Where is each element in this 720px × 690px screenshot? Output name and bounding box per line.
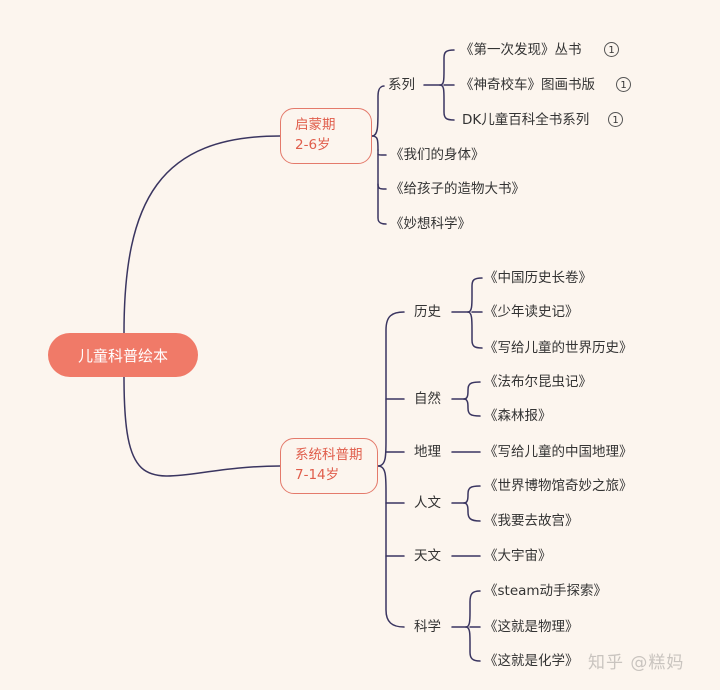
branch-enlightenment-age: 2-6岁 [295, 137, 331, 153]
node-creation-book[interactable]: 《给孩子的造物大书》 [390, 181, 525, 197]
node-dk-encyclopedia[interactable]: DK儿童百科全书系列 [462, 112, 590, 128]
connector-root-to-enlightenment [123, 135, 281, 334]
node-chemistry[interactable]: 《这就是化学》 [484, 653, 579, 669]
connector-root-to-systematic [123, 376, 281, 477]
branch-systematic-label: 系统科普期 [295, 447, 363, 463]
node-steam[interactable]: 《steam动手探索》 [484, 583, 608, 599]
branch-systematic[interactable]: 系统科普期 7-14岁 [280, 438, 378, 494]
node-series[interactable]: 系列 [388, 77, 415, 93]
bracket-enlightenment [371, 85, 385, 137]
count-badge: 1 [616, 77, 631, 92]
node-first-discovery[interactable]: 《第一次发现》丛书 [460, 42, 582, 58]
node-physics[interactable]: 《这就是物理》 [484, 619, 579, 635]
count-badge: 1 [604, 42, 619, 57]
watermark: 知乎 @糕妈 [588, 653, 685, 673]
node-world-history[interactable]: 《写给儿童的世界历史》 [484, 340, 633, 356]
node-magic-school-bus[interactable]: 《神奇校车》图画书版 [460, 77, 595, 93]
root-node[interactable]: 儿童科普绘本 [48, 333, 198, 377]
node-china-history-scroll[interactable]: 《中国历史长卷》 [484, 270, 592, 286]
node-forest-news[interactable]: 《森林报》 [484, 408, 552, 424]
branch-enlightenment-label: 启蒙期 [295, 117, 336, 133]
count-badge: 1 [608, 112, 623, 127]
branch-systematic-age: 7-14岁 [295, 467, 340, 483]
node-history[interactable]: 历史 [414, 304, 441, 320]
node-our-body[interactable]: 《我们的身体》 [390, 147, 485, 163]
node-museum-journey[interactable]: 《世界博物馆奇妙之旅》 [484, 478, 633, 494]
node-china-geography[interactable]: 《写给儿童的中国地理》 [484, 444, 633, 460]
node-big-universe[interactable]: 《大宇宙》 [484, 548, 552, 564]
bracket-systematic [377, 311, 405, 467]
node-forbidden-city[interactable]: 《我要去故宫》 [484, 513, 579, 529]
node-fabre-insects[interactable]: 《法布尔昆虫记》 [484, 374, 592, 390]
node-science[interactable]: 科学 [414, 619, 441, 635]
branch-enlightenment[interactable]: 启蒙期 2-6岁 [280, 108, 372, 164]
node-wonderful-science[interactable]: 《妙想科学》 [390, 216, 471, 232]
node-astronomy[interactable]: 天文 [414, 548, 441, 564]
node-humanities[interactable]: 人文 [414, 495, 441, 511]
node-nature[interactable]: 自然 [414, 391, 441, 407]
node-geography[interactable]: 地理 [414, 444, 441, 460]
node-youth-shiji[interactable]: 《少年读史记》 [484, 304, 579, 320]
